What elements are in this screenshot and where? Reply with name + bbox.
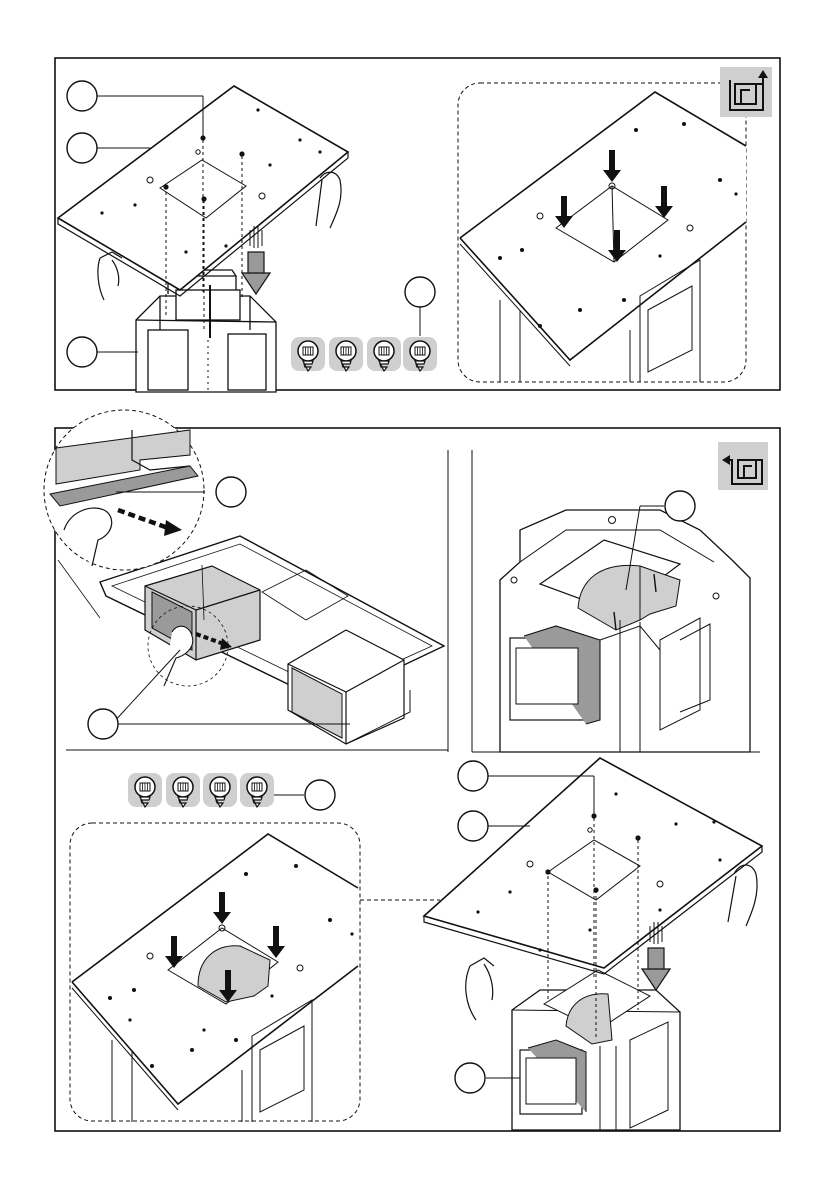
callout-circle: [67, 81, 97, 111]
callout-circle: [455, 1063, 485, 1093]
top-screw-group: [291, 277, 437, 371]
bottom-screw-group: [128, 773, 335, 810]
callout-circle: [305, 780, 335, 810]
screw-icon: [329, 337, 363, 371]
screw-icon: [403, 337, 437, 371]
screw-icon: [203, 773, 237, 807]
callout-circle: [405, 277, 435, 307]
callout-circle: [458, 761, 488, 791]
screw-icon: [240, 773, 274, 807]
extraction-mode-icon: [718, 442, 768, 490]
top-right-detail-plate: [460, 92, 746, 382]
bottom-left-detail-plate: [72, 834, 358, 1122]
screw-icon: [166, 773, 200, 807]
screw-icon: [291, 337, 325, 371]
callout-circle: [88, 709, 118, 739]
callout-circle: [665, 491, 695, 521]
screw-icon: [367, 337, 401, 371]
recirculation-mode-icon: [720, 67, 772, 117]
callout-circle: [458, 811, 488, 841]
duct-removal-view: [44, 410, 444, 744]
callout-circle: [67, 337, 97, 367]
screw-icon: [128, 773, 162, 807]
callout-circle: [67, 133, 97, 163]
callout-circle: [216, 477, 246, 507]
filter-column-view: [500, 491, 750, 752]
